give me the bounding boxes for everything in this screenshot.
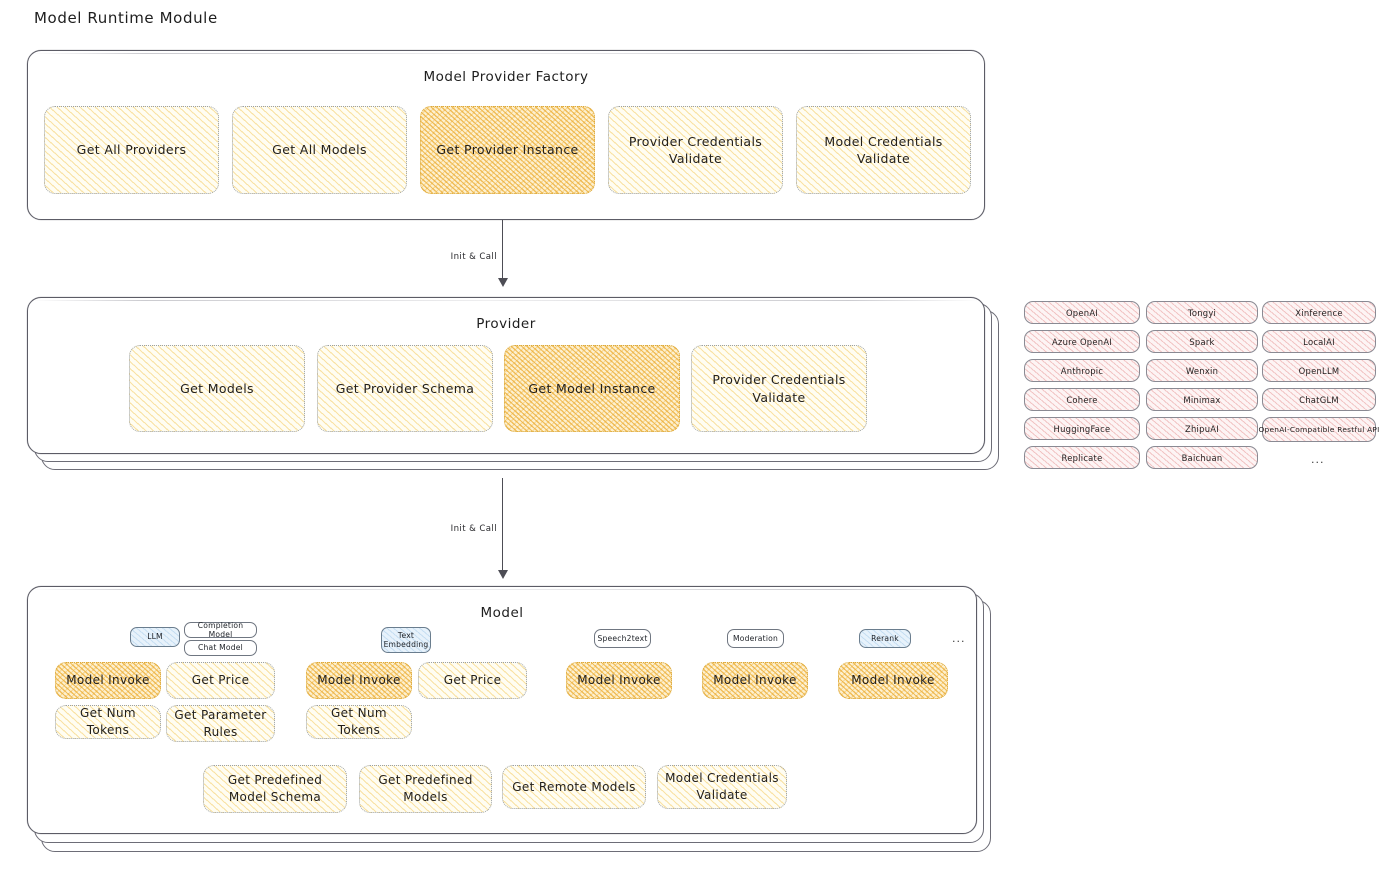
model-text-embedding-node-get-price[interactable]: Get Price bbox=[418, 662, 527, 699]
factory-node-get-provider-instance[interactable]: Get Provider Instance bbox=[420, 106, 595, 194]
model-types-more-ellipsis: ... bbox=[952, 632, 966, 645]
provider-pill-minimax[interactable]: Minimax bbox=[1146, 388, 1258, 411]
provider-pill-anthropic[interactable]: Anthropic bbox=[1024, 359, 1140, 382]
factory-node-model-credentials-validate[interactable]: Model Credentials Validate bbox=[796, 106, 971, 194]
provider-pill-baichuan[interactable]: Baichuan bbox=[1146, 446, 1258, 469]
model-type-badge-llm[interactable]: LLM bbox=[130, 627, 180, 647]
arrow-factory-to-provider-label: Init & Call bbox=[447, 252, 500, 262]
model-llm-node-get-parameter-rules[interactable]: Get Parameter Rules bbox=[166, 705, 275, 742]
model-type-badge-text-embedding[interactable]: Text Embedding bbox=[381, 627, 431, 653]
model-rerank-node-model-invoke[interactable]: Model Invoke bbox=[838, 662, 948, 699]
model-type-badge-completion-model[interactable]: Completion Model bbox=[184, 621, 257, 639]
provider-pill-azure-openai[interactable]: Azure OpenAI bbox=[1024, 330, 1140, 353]
model-type-badge-moderation[interactable]: Moderation bbox=[727, 629, 784, 648]
provider-pill-zhipuai[interactable]: ZhipuAI bbox=[1146, 417, 1258, 440]
model-common-node-model-credentials-validate[interactable]: Model Credentials Validate bbox=[657, 765, 787, 809]
arrow-provider-to-model-label: Init & Call bbox=[447, 524, 500, 534]
arrow-provider-to-model-head bbox=[498, 570, 508, 579]
model-type-badge-chat-model[interactable]: Chat Model bbox=[184, 640, 257, 656]
provider-pill-huggingface[interactable]: HuggingFace bbox=[1024, 417, 1140, 440]
provider-pill-openai-compatible-restful-api[interactable]: OpenAI-Compatible Restful API bbox=[1258, 417, 1379, 442]
arrow-factory-to-provider-line bbox=[502, 220, 504, 282]
model-text-embedding-node-model-invoke[interactable]: Model Invoke bbox=[306, 662, 412, 699]
arrow-provider-to-model-line bbox=[502, 478, 504, 574]
model-llm-node-model-invoke[interactable]: Model Invoke bbox=[55, 662, 161, 699]
provider-pill-tongyi[interactable]: Tongyi bbox=[1146, 301, 1258, 324]
provider-pill-openllm[interactable]: OpenLLM bbox=[1262, 359, 1376, 382]
factory-node-get-all-models[interactable]: Get All Models bbox=[232, 106, 407, 194]
provider-pill-localai[interactable]: LocalAI bbox=[1262, 330, 1376, 353]
provider-pill-replicate[interactable]: Replicate bbox=[1024, 446, 1140, 469]
arrow-factory-to-provider-head bbox=[498, 278, 508, 287]
model-type-badge-speech2text[interactable]: Speech2text bbox=[594, 629, 651, 648]
page-title: Model Runtime Module bbox=[34, 9, 218, 27]
provider-pill-wenxin[interactable]: Wenxin bbox=[1146, 359, 1258, 382]
provider-list-more-ellipsis: ... bbox=[1311, 453, 1325, 466]
model-text-embedding-node-get-num-tokens[interactable]: Get Num Tokens bbox=[306, 705, 412, 739]
factory-node-get-all-providers[interactable]: Get All Providers bbox=[44, 106, 219, 194]
model-llm-node-get-num-tokens[interactable]: Get Num Tokens bbox=[55, 705, 161, 739]
model-llm-node-get-price[interactable]: Get Price bbox=[166, 662, 275, 699]
model-type-badge-rerank[interactable]: Rerank bbox=[859, 629, 911, 648]
provider-pill-cohere[interactable]: Cohere bbox=[1024, 388, 1140, 411]
provider-node-get-provider-schema[interactable]: Get Provider Schema bbox=[317, 345, 493, 432]
provider-node-get-models[interactable]: Get Models bbox=[129, 345, 305, 432]
provider-node-get-model-instance[interactable]: Get Model Instance bbox=[504, 345, 680, 432]
factory-node-provider-credentials-validate[interactable]: Provider Credentials Validate bbox=[608, 106, 783, 194]
provider-node-provider-credentials-validate[interactable]: Provider Credentials Validate bbox=[691, 345, 867, 432]
model-common-node-get-predefined-models[interactable]: Get Predefined Models bbox=[359, 765, 492, 813]
provider-pill-spark[interactable]: Spark bbox=[1146, 330, 1258, 353]
provider-pill-openai[interactable]: OpenAI bbox=[1024, 301, 1140, 324]
model-moderation-node-model-invoke[interactable]: Model Invoke bbox=[702, 662, 808, 699]
provider-pill-xinference[interactable]: Xinference bbox=[1262, 301, 1376, 324]
provider-title: Provider bbox=[476, 316, 536, 332]
model-speech2text-node-model-invoke[interactable]: Model Invoke bbox=[566, 662, 672, 699]
model-common-node-get-predefined-model-schema[interactable]: Get Predefined Model Schema bbox=[203, 765, 347, 813]
model-common-node-get-remote-models[interactable]: Get Remote Models bbox=[502, 765, 646, 809]
model-title: Model bbox=[480, 605, 524, 621]
model-provider-factory-title: Model Provider Factory bbox=[423, 69, 589, 85]
provider-pill-chatglm[interactable]: ChatGLM bbox=[1262, 388, 1376, 411]
